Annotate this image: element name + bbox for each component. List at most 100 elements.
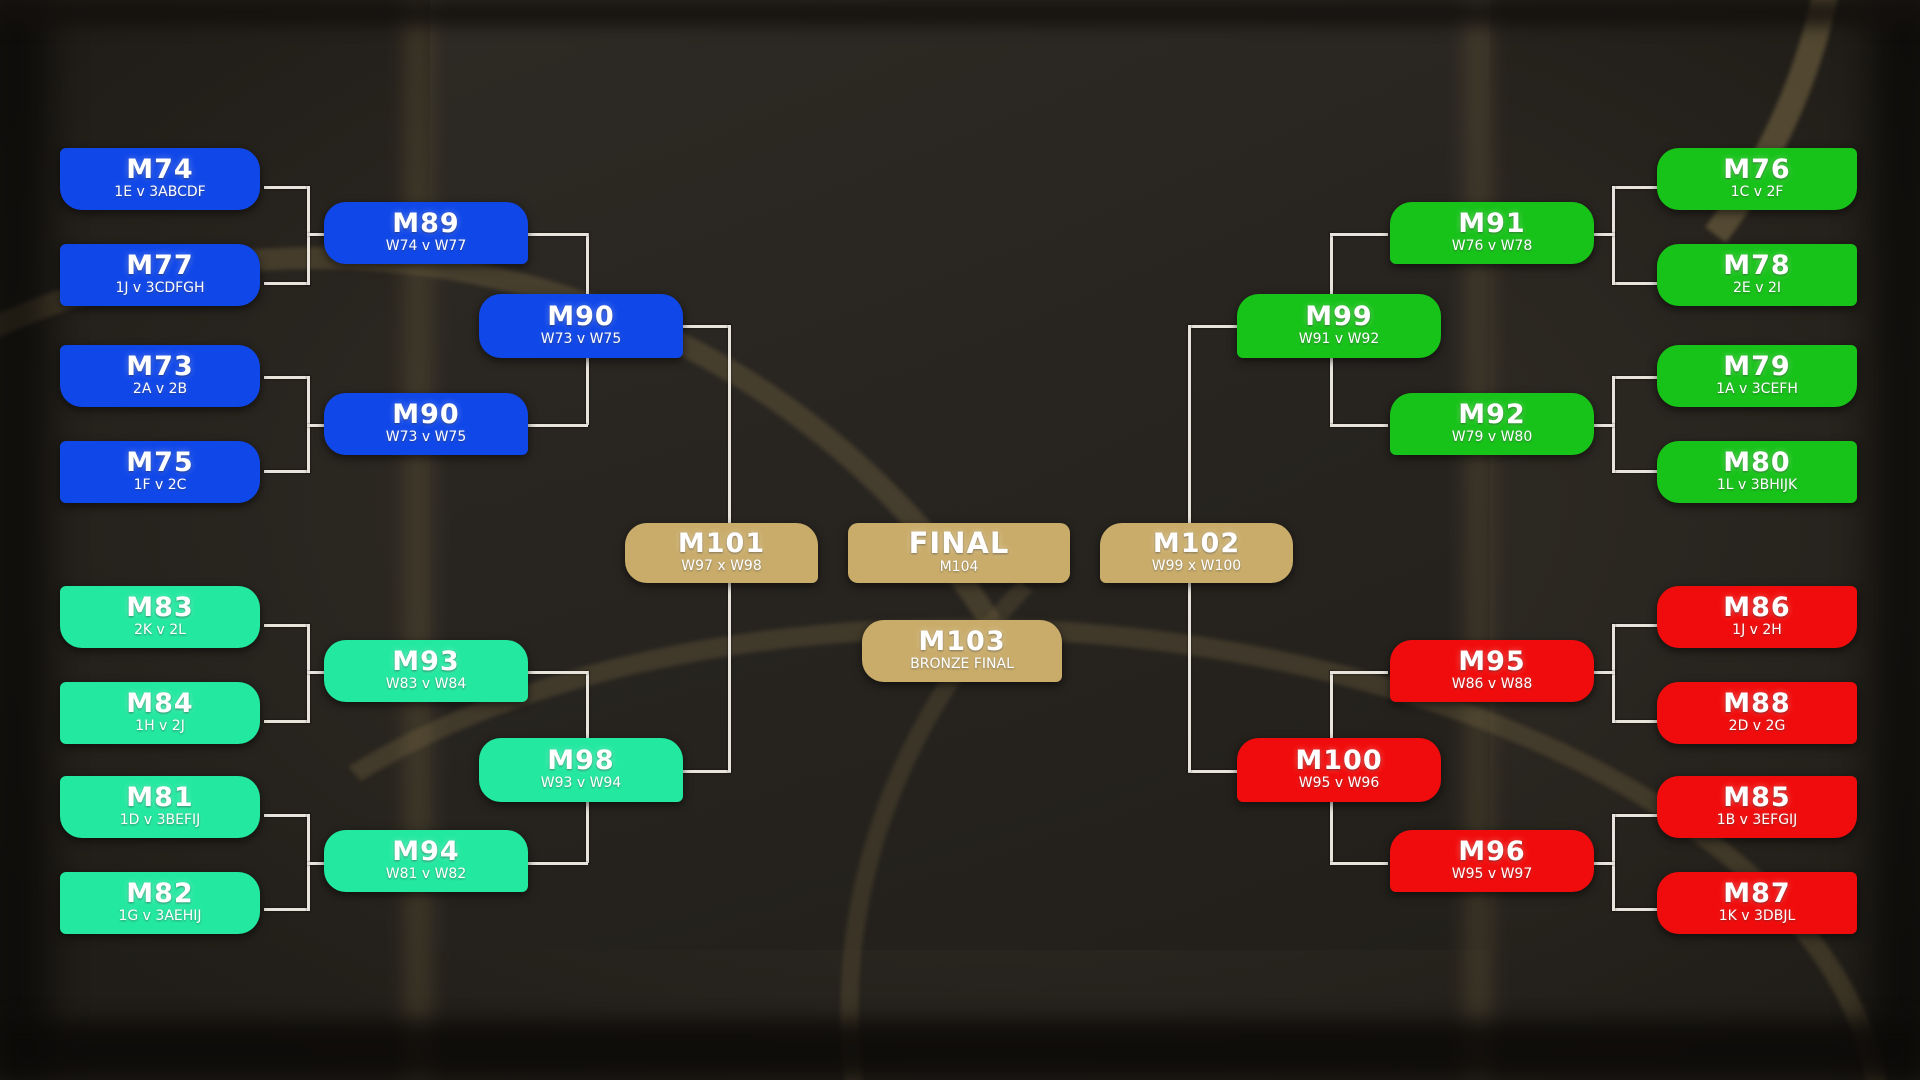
match-node-m91[interactable]: M91 W76 v W78 [1390,202,1594,264]
match-subtitle: 1J v 2H [1732,621,1782,638]
match-node-m84[interactable]: M84 1H v 2J [60,682,260,744]
match-title: M99 [1305,301,1373,333]
top-edge-vignette [0,0,1920,26]
connector-teal-m84 [264,720,310,723]
match-node-m92[interactable]: M92 W79 v W80 [1390,393,1594,455]
match-subtitle: 1B v 3EFGIJ [1716,811,1798,828]
match-subtitle: W97 x W98 [681,557,762,574]
match-subtitle: W95 v W97 [1451,865,1533,882]
match-subtitle: W95 v W96 [1298,774,1380,791]
match-node-m96[interactable]: M96 W95 v W97 [1390,830,1594,892]
connector-green-m80 [1612,470,1658,473]
match-subtitle: W99 x W100 [1151,557,1242,574]
match-node-m79[interactable]: M79 1A v 3CEFH [1657,345,1857,407]
match-node-m93[interactable]: M93 W83 v W84 [324,640,528,702]
match-subtitle: 1J v 3CDFGH [115,279,205,296]
match-title: M101 [677,528,766,560]
bottom-edge-vignette [0,1020,1920,1080]
match-title: M88 [1723,688,1791,720]
connector-blue-m90-out [528,424,588,427]
match-node-m94[interactable]: M94 W81 v W82 [324,830,528,892]
match-node-m90-lower[interactable]: M90 W73 v W75 [324,393,528,455]
match-subtitle: 1L v 3BHIJK [1716,476,1798,493]
connector-red-m88 [1612,720,1658,723]
match-title: M93 [392,646,460,678]
match-title: FINAL [908,526,1010,561]
match-subtitle: W76 v W78 [1451,237,1533,254]
match-subtitle: 2D v 2G [1728,717,1786,734]
connector-red-to-m102 [1188,568,1191,772]
match-node-m89[interactable]: M89 W74 v W77 [324,202,528,264]
match-subtitle: 1K v 3DBJL [1718,907,1796,924]
connector-blue-m73 [264,376,310,379]
match-title: M80 [1723,447,1791,479]
match-node-m74[interactable]: M74 1E v 3ABCDF [60,148,260,210]
match-node-m100[interactable]: M100 W95 v W96 [1237,738,1441,802]
match-subtitle: 2A v 2B [132,380,188,397]
match-title: M102 [1152,528,1241,560]
match-node-m73[interactable]: M73 2A v 2B [60,345,260,407]
connector-blue-m74 [264,186,310,189]
match-title: M89 [392,208,460,240]
match-title: M90 [547,301,615,333]
match-node-m102[interactable]: M102 W99 x W100 [1100,523,1293,583]
connector-teal-m83 [264,624,310,627]
match-node-m86[interactable]: M86 1J v 2H [1657,586,1857,648]
match-node-m76[interactable]: M76 1C v 2F [1657,148,1857,210]
match-node-m77[interactable]: M77 1J v 3CDFGH [60,244,260,306]
match-title: M94 [392,836,460,868]
match-title: M73 [126,351,194,383]
match-subtitle: 1D v 3BEFIJ [119,811,201,828]
match-node-m90-upper[interactable]: M90 W73 v W75 [479,294,683,358]
match-node-m88[interactable]: M88 2D v 2G [1657,682,1857,744]
match-node-m80[interactable]: M80 1L v 3BHIJK [1657,441,1857,503]
match-title: M100 [1295,745,1383,777]
match-title: M92 [1458,399,1526,431]
match-node-m95[interactable]: M95 W86 v W88 [1390,640,1594,702]
match-subtitle: W79 v W80 [1451,428,1533,445]
gold-vertical-streak-right [1455,0,1501,1080]
match-node-m82[interactable]: M82 1G v 3AEHIJ [60,872,260,934]
match-subtitle: W73 v W75 [540,330,622,347]
match-subtitle: M104 [939,558,979,575]
match-title: M85 [1723,782,1791,814]
match-node-final[interactable]: FINAL M104 [848,523,1070,583]
match-node-m78[interactable]: M78 2E v 2I [1657,244,1857,306]
connector-teal-m93-out [528,671,588,674]
match-title: M96 [1458,836,1526,868]
gold-vertical-streak-left [395,0,441,1080]
match-node-m87[interactable]: M87 1K v 3DBJL [1657,872,1857,934]
match-node-m81[interactable]: M81 1D v 3BEFIJ [60,776,260,838]
match-title: M103 [918,626,1006,658]
match-subtitle: 1F v 2C [133,476,187,493]
match-subtitle: 2K v 2L [134,621,186,638]
connector-teal-to-m101 [728,568,731,772]
match-subtitle: W86 v W88 [1451,675,1533,692]
match-title: M74 [126,154,194,186]
match-subtitle: 1E v 3ABCDF [114,183,206,200]
match-node-m101[interactable]: M101 W97 x W98 [625,523,818,583]
connector-teal-m82 [264,908,310,911]
match-title: M79 [1723,351,1791,383]
match-title: M82 [126,878,194,910]
match-title: M90 [392,399,460,431]
match-node-m83[interactable]: M83 2K v 2L [60,586,260,648]
connector-blue-m77 [264,282,310,285]
match-title: M83 [126,592,194,624]
match-title: M78 [1723,250,1791,282]
match-title: M75 [126,447,194,479]
match-subtitle: 2E v 2I [1733,279,1781,296]
match-subtitle: W73 v W75 [385,428,467,445]
match-node-m103-bronze[interactable]: M103 BRONZE FINAL [862,620,1062,682]
match-title: M81 [126,782,194,814]
connector-green-m92-in [1330,424,1388,427]
match-subtitle: 1G v 3AEHIJ [118,907,202,924]
match-node-m85[interactable]: M85 1B v 3EFGIJ [1657,776,1857,838]
match-node-m99[interactable]: M99 W91 v W92 [1237,294,1441,358]
match-subtitle: W93 v W94 [540,774,622,791]
connector-red-m95-in [1330,671,1388,674]
match-node-m75[interactable]: M75 1F v 2C [60,441,260,503]
left-edge-vignette [0,0,50,1080]
match-node-m98[interactable]: M98 W93 v W94 [479,738,683,802]
